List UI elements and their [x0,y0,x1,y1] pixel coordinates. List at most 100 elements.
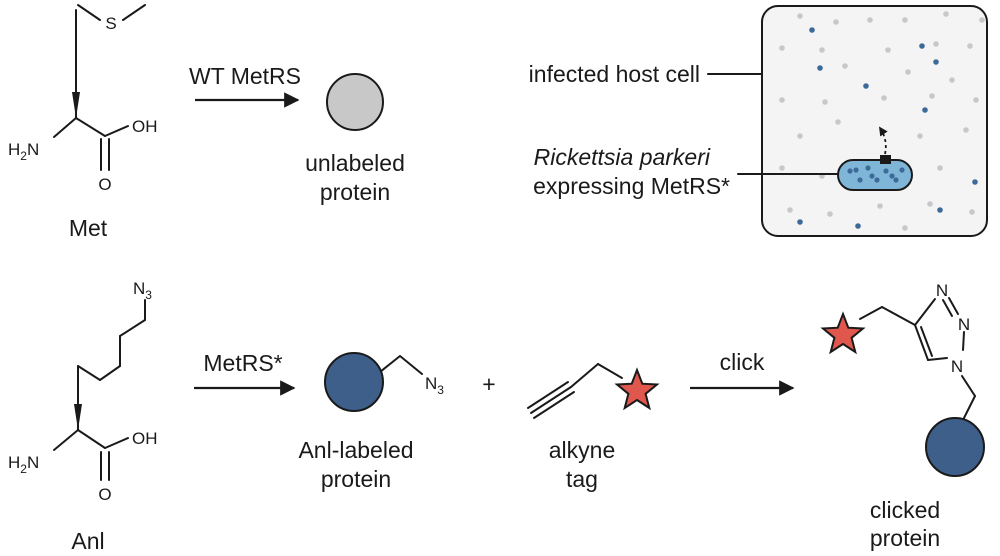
anl-atom-h-sub: 2 [20,462,27,476]
cell-dot-gray [967,43,973,49]
cell-dot-gray [937,165,943,171]
met-atom-s: S [105,14,116,33]
cell-dot-gray [835,119,841,125]
anl-atom-h2n: H2N [8,453,39,476]
met-bonds [53,4,146,171]
cell-dot-gray [929,93,935,99]
cell-dot-blue [919,43,925,49]
cell-dot-gray [779,165,785,171]
cell-dot-gray [822,99,828,105]
anl-atom-n3: N3 [133,279,152,302]
met-atom-h-sub: 2 [20,149,27,163]
cell-dot-gray [905,69,911,75]
met-name: Met [69,215,108,241]
metrs-star-label: MetRS* [203,350,282,376]
unlabeled-protein-label-1: unlabeled [305,150,405,176]
alkyne-star [614,367,660,411]
met-atom-h: H [8,140,20,159]
bacterium-dot [874,177,880,183]
met-atom-o: O [98,175,111,194]
cell-dot-gray [819,47,825,53]
alkyne-label-2: tag [566,466,598,492]
cell-dot-gray [963,127,969,133]
unlabeled-protein-label-2: protein [320,179,390,205]
cell-dot-blue [933,59,939,65]
cell-dot-gray [902,17,908,23]
cell-dot-gray [917,133,923,139]
bacterium-dot [893,177,899,183]
triazole-n-right: N [958,315,970,334]
anl-atom-h: H [8,453,20,472]
anl-protein-linker [379,355,423,375]
cell-dot-gray [779,45,785,51]
cell-dot-gray [927,201,933,207]
cell-dot-gray [797,13,803,19]
met-structure: S OH O H2N Met [8,4,158,241]
bacterium-dot [847,168,853,174]
cell-dot-gray [833,19,839,25]
cell-dot-blue [817,65,823,71]
alkyne-tag: alkyne tag [527,363,660,492]
clicked-protein-circle [925,417,985,477]
cell-dot-gray [881,95,887,101]
met-atom-h2n: H2N [8,140,39,163]
bacterium-dots [847,165,905,183]
cell-dot-gray [973,97,979,103]
host-cell-label: infected host cell [529,61,700,87]
export-dashed-arrow [879,126,888,155]
bacterium-body [837,159,913,191]
anl-atom-n2: N [27,453,39,472]
cell-dot-gray [979,17,985,23]
cell-dot-blue [855,223,861,229]
alkyne-bonds [527,363,623,419]
cell-dot-gray [827,211,833,217]
triazole-n-bottom: N [951,357,963,376]
cell-dot-gray [787,207,793,213]
host-cell-box [761,5,988,237]
click-label: click [720,349,765,375]
triazole-n-top: N [936,281,948,300]
bacterium-label-2: expressing MetRS* [533,173,730,199]
cell-dot-blue [972,179,978,185]
bacterium-dot [883,168,889,174]
anl-protein-azide-sub: 3 [437,383,444,397]
bacterium-dot [889,173,895,179]
clicked-label-1: clicked [870,497,940,523]
clicked-protein-product: N N N clicked protein [820,281,985,551]
anl-name: Anl [71,528,104,554]
anl-bonds [53,299,146,481]
cell-dot-gray [842,63,848,69]
bacterium-label-1: Rickettsia parkeri [534,144,711,170]
cell-dot-gray [949,77,955,83]
cell-dot-gray [877,203,883,209]
bacterium-dot [853,167,859,173]
secretion-system [880,155,891,164]
unlabeled-protein-circle [326,73,384,131]
clicked-label-2: protein [870,525,940,551]
cell-dot-gray [943,11,949,17]
bacterium-dot [865,165,871,171]
metrs-star-reaction: MetRS* [194,350,296,396]
met-atom-n: N [27,140,39,159]
cell-dot-blue [922,107,928,113]
cell-dot-gray [902,225,908,231]
triazole-bonds [859,297,976,421]
cell-dot-gray [867,17,873,23]
cell-dot-blue [797,219,803,225]
cell-dot-gray [969,209,975,215]
anl-wedge-bond [74,404,82,430]
cell-dot-gray [885,47,891,53]
anl-atom-n: N [133,279,145,298]
anl-atom-oh: OH [132,429,158,448]
plus-sign: + [482,371,495,397]
met-wedge-bond [72,92,80,118]
bacterium-dot [857,177,863,183]
anl-protein-circle [324,352,384,412]
anl-structure: N3 OH O H2N Anl [8,279,158,554]
anl-protein-azide-n: N [425,374,437,393]
cell-dot-gray [779,97,785,103]
cell-dot-blue [809,27,815,33]
cell-dot-blue [937,207,943,213]
bacterium-dot [869,173,875,179]
